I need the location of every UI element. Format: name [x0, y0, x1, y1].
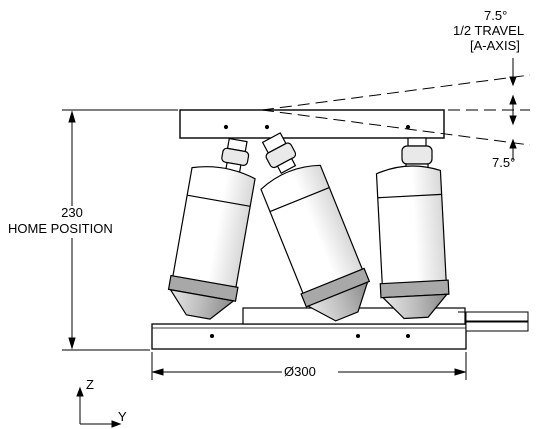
actuator-right: [375, 137, 450, 320]
actuator-middle: [260, 132, 371, 322]
cable-connector: [458, 311, 529, 332]
tilt-angle-top-label: 7.5°: [484, 8, 508, 23]
half-travel-label: 1/2 TRAVEL: [453, 23, 525, 38]
base-plate: [151, 323, 467, 350]
tilt-dimension: [261, 58, 531, 160]
y-axis-label: Y: [118, 409, 127, 424]
a-axis-label: [A-AXIS]: [470, 38, 520, 53]
tilt-angle-bottom-label: 7.5°: [492, 155, 516, 170]
height-dimension: [62, 109, 178, 351]
z-axis-label: Z: [86, 377, 94, 392]
diameter-dimension: [151, 352, 467, 380]
home-position-label: HOME POSITION: [8, 221, 113, 236]
top-platform: [179, 109, 445, 139]
actuator-left: [167, 137, 256, 320]
axes-indicator: [76, 386, 122, 428]
diameter-label: Ø300: [284, 364, 316, 379]
height-value-label: 230: [61, 205, 83, 220]
